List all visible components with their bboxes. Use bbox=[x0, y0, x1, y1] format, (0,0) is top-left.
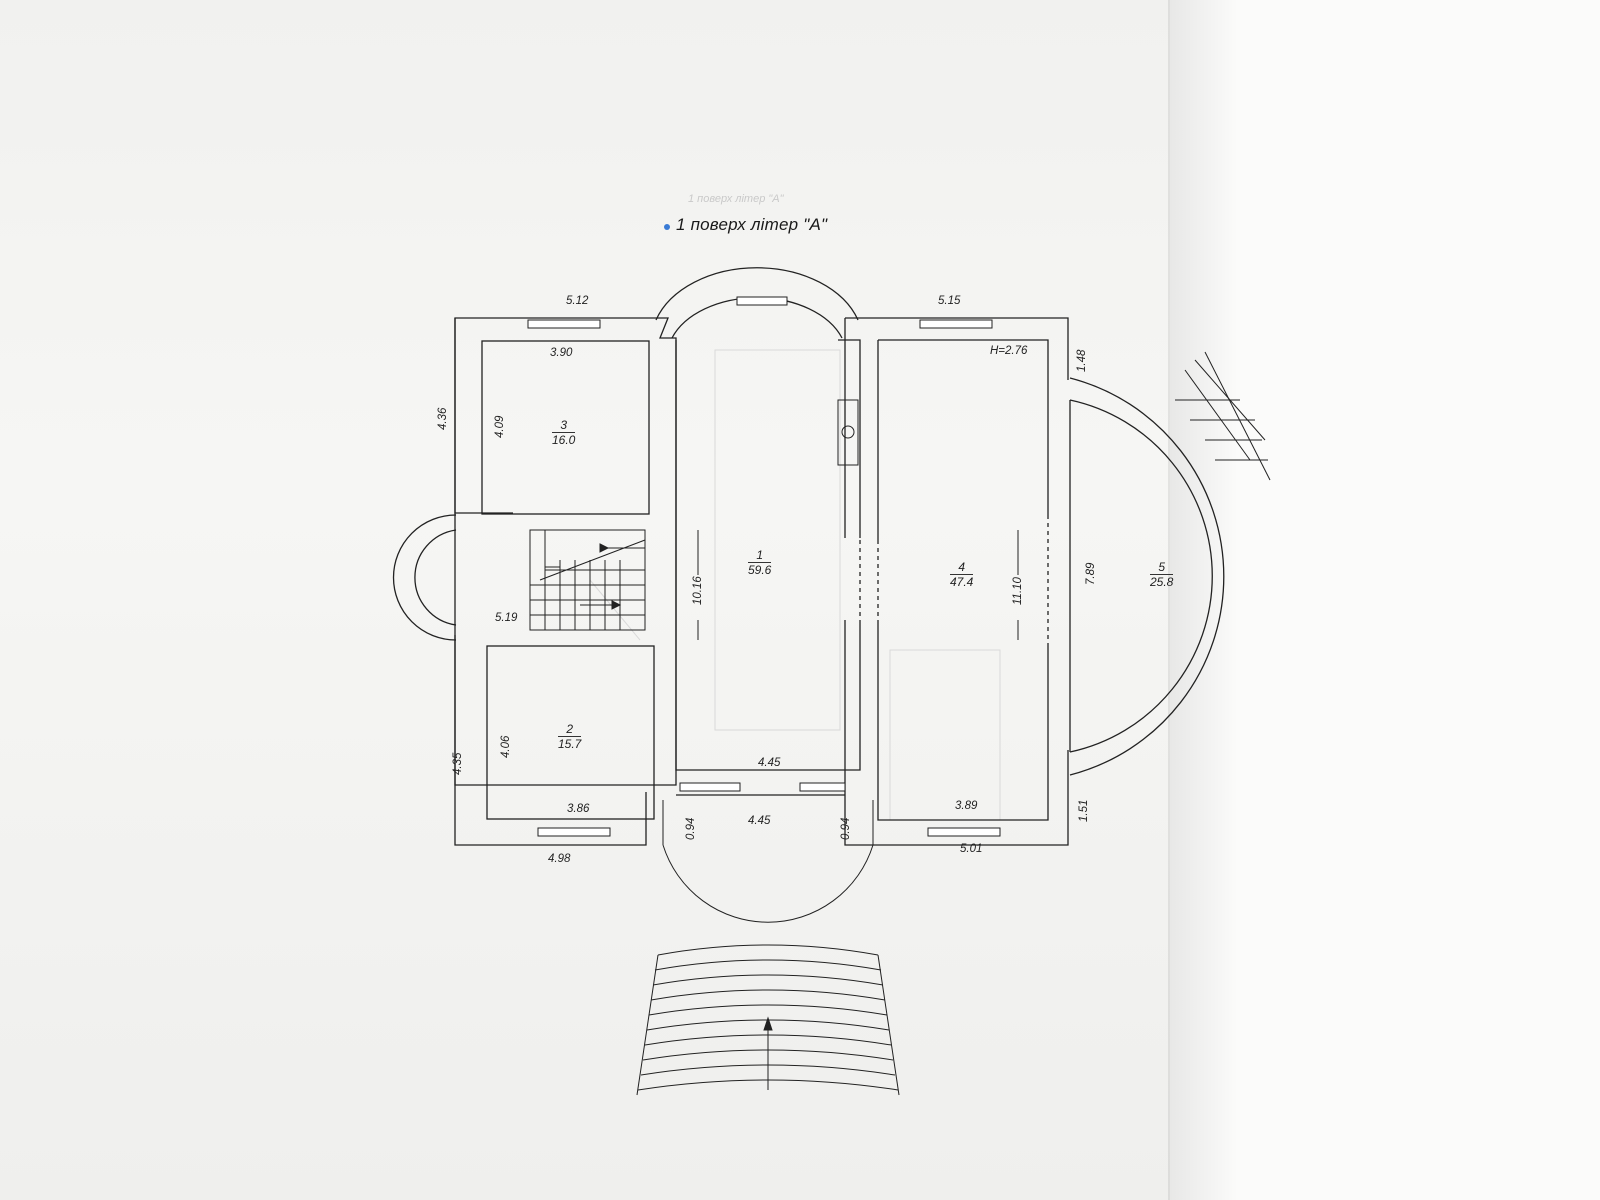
entrance-porch bbox=[636, 800, 900, 1096]
room-5-label: 5 25.8 bbox=[1150, 560, 1174, 589]
left-bay-walls bbox=[392, 514, 457, 641]
room-4-walls bbox=[877, 339, 1049, 821]
dim-right-upper-offset: 1.48 bbox=[1076, 349, 1088, 372]
dim-room2-height: 4.06 bbox=[500, 735, 512, 758]
dimension-lines bbox=[697, 530, 1019, 640]
ceiling-height-note: H=2.76 bbox=[990, 345, 1028, 357]
dim-room2-width: 3.86 bbox=[567, 803, 590, 815]
room-area: 25.8 bbox=[1150, 575, 1174, 589]
fireplace bbox=[837, 399, 859, 466]
room-area: 15.7 bbox=[558, 737, 582, 751]
dim-entrance-inner: 4.45 bbox=[758, 757, 781, 769]
room-5-terrace bbox=[1175, 351, 1271, 481]
dim-left-lower-outer: 4.35 bbox=[452, 752, 464, 775]
dim-right-lower-offset: 1.51 bbox=[1078, 799, 1090, 822]
dim-left-upper-outer: 4.36 bbox=[437, 407, 449, 430]
room-number: 5 bbox=[1150, 560, 1174, 575]
room-4-label: 4 47.4 bbox=[950, 560, 974, 589]
dim-bottom-right-outer: 5.01 bbox=[960, 843, 983, 855]
staircase bbox=[529, 529, 646, 631]
plan-title: 1 поверх літер "А" bbox=[676, 215, 828, 234]
room-3-label: 3 16.0 bbox=[552, 418, 576, 447]
dim-room5-length: 7.89 bbox=[1085, 562, 1097, 585]
paper-fold-shadow bbox=[1168, 0, 1238, 1200]
dim-entrance-left-wall: 0.94 bbox=[685, 817, 697, 840]
bleed-through-title: 1 поверх літер "А" bbox=[688, 193, 784, 205]
dim-bottom-left-outer: 4.98 bbox=[548, 853, 571, 865]
room-5-walls bbox=[1069, 377, 1225, 776]
bullet-icon bbox=[664, 224, 670, 230]
dim-top-left-outer: 5.12 bbox=[566, 295, 589, 307]
dim-room4-width: 3.89 bbox=[955, 800, 978, 812]
dim-room4-length: 11.10 bbox=[1012, 577, 1024, 605]
room-2-label: 2 15.7 bbox=[558, 722, 582, 751]
dim-entrance-outer: 4.45 bbox=[748, 815, 771, 827]
room-area: 47.4 bbox=[950, 575, 974, 589]
dim-top-right-outer: 5.15 bbox=[938, 295, 961, 307]
dim-entrance-right-wall: 0.94 bbox=[840, 817, 852, 840]
dim-bay-left: 5.19 bbox=[495, 612, 518, 624]
bleed-through-lines bbox=[589, 349, 1001, 821]
exterior-walls bbox=[454, 317, 1069, 846]
paper-sheet-right bbox=[1170, 0, 1600, 1200]
windows bbox=[527, 296, 1001, 837]
room-2-walls bbox=[486, 645, 655, 820]
room-3-walls bbox=[481, 340, 650, 515]
dim-room3-height: 4.09 bbox=[494, 415, 506, 438]
room-1-label: 1 59.6 bbox=[748, 548, 772, 577]
dim-room1-length: 10.16 bbox=[692, 576, 704, 605]
room-number: 3 bbox=[552, 418, 576, 433]
room-number: 2 bbox=[558, 722, 582, 737]
room-number: 4 bbox=[950, 560, 974, 575]
room-area: 16.0 bbox=[552, 433, 576, 447]
room-area: 59.6 bbox=[748, 563, 772, 577]
room-number: 1 bbox=[748, 548, 772, 563]
room-1-walls bbox=[675, 339, 861, 796]
dim-room3-width: 3.90 bbox=[550, 347, 573, 359]
